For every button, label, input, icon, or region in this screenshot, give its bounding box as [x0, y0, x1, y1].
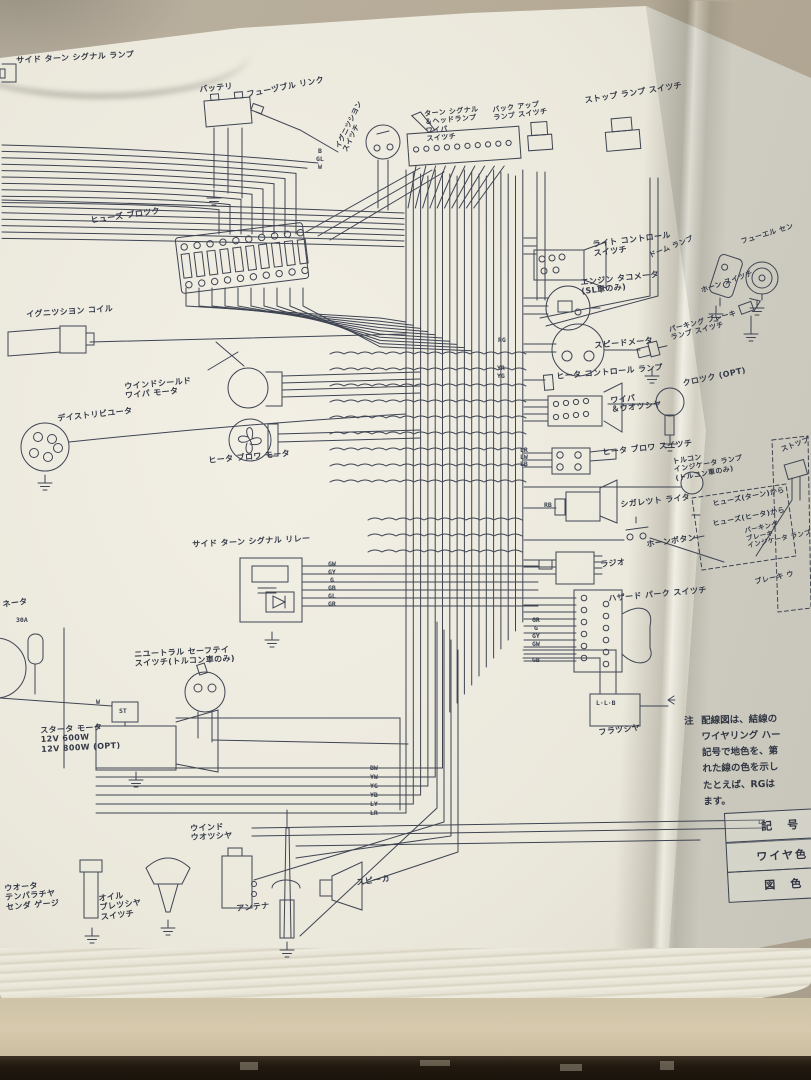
label-oil-pressure-switch: オイル プレツシヤ スイツチ [98, 890, 142, 922]
dome-lamp-symbol [709, 254, 743, 298]
label-combination-switch: ターン シグナル ＆ヘッドランプ ワイパ スイツチ [424, 105, 479, 143]
wire-color-code: GB [532, 656, 540, 664]
wire-color-code: LR [758, 818, 766, 826]
side-turn-signal-relay-symbol [239, 557, 303, 623]
wire-color-code: B [318, 147, 322, 155]
wire-color-code: L·L·B [596, 699, 616, 707]
wire-color-code: LW [520, 453, 528, 461]
wire-harness-lines [0, 111, 801, 958]
note-prefix: 注 [684, 715, 694, 727]
wire-color-code: RB [544, 501, 552, 509]
wire-color-code: GR [328, 600, 336, 608]
wire-color-legend-table: 記 号ワイヤ色図 色 [723, 806, 811, 903]
wire-color-code: GW [532, 640, 540, 648]
antenna-symbol [271, 809, 301, 939]
wire-color-code: YG [370, 782, 378, 790]
wire-color-code: YB [370, 791, 378, 799]
wire-color-code: ST [119, 707, 127, 715]
battery-symbol [203, 91, 253, 128]
torque-converter-indicator-lamp-symbol [680, 471, 704, 495]
flasher-symbol [589, 693, 641, 727]
speedometer-symbol [551, 323, 605, 377]
wire-color-code: GL [316, 155, 324, 163]
hazard-park-switch-symbol [573, 589, 652, 673]
side-turn-signal-lamp-symbol [0, 63, 17, 83]
wire-color-code: BW [370, 764, 378, 772]
horn-button-symbol [625, 516, 649, 541]
radio-symbol [538, 551, 603, 585]
parking-brake-lamp-switch-symbol [636, 340, 668, 359]
wire-color-code: YG [497, 372, 505, 380]
ignition-switch-symbol [365, 124, 401, 160]
note-line: ます。 [703, 795, 732, 808]
fuse-block-symbol [174, 222, 310, 294]
heater-blower-motor-symbol [228, 418, 279, 462]
wire-color-code: GB [328, 584, 336, 592]
backup-lamp-switch-symbol [527, 120, 554, 152]
heater-blower-switch-symbol [551, 447, 617, 475]
wire-color-code: LY [370, 800, 378, 808]
alternator-symbol [0, 627, 65, 769]
distributor-symbol [20, 422, 70, 472]
wire-color-code: LR [370, 809, 378, 817]
faint-mark [660, 1061, 674, 1070]
wire-color-code: GL [328, 592, 336, 600]
legend-row: 図 色 [727, 865, 811, 903]
dashed-option-boxes [691, 435, 811, 613]
faint-mark [420, 1060, 450, 1066]
wire-color-code: GY [532, 632, 540, 640]
wire-color-code: GR [532, 616, 540, 624]
windshield-wiper-motor-symbol [207, 341, 283, 409]
neutral-safety-switch-symbol [184, 662, 226, 713]
wire-color-code: 30A [16, 616, 28, 624]
clock-symbol [655, 387, 685, 436]
horn-switch-symbol [737, 298, 762, 315]
stop-lamp-switch-symbol [604, 116, 642, 152]
wire-color-code: G [534, 624, 538, 632]
fuel-sender-symbol [745, 261, 779, 295]
light-control-switch-symbol [533, 241, 607, 289]
wiper-washer-symbol [547, 382, 623, 433]
ignition-coil-symbol [7, 325, 95, 357]
wire-color-code: RG [498, 336, 506, 344]
wire-color-code: YW [370, 773, 378, 781]
fusible-link-symbol [250, 102, 265, 115]
heater-control-lamp-symbol [542, 374, 555, 391]
water-temperature-sender-symbol [79, 859, 103, 919]
wire-color-code: W [96, 698, 100, 706]
wire-color-code: GW [328, 560, 336, 568]
wire-color-code: LR [520, 446, 528, 454]
label-starter-motor: スタータ モータ 12V 600W 12V 800W (OPT) [40, 722, 121, 754]
dark-table-edge [0, 1056, 811, 1080]
engine-tachometer-symbol [545, 285, 601, 331]
cigarette-lighter-symbol [554, 479, 618, 524]
stop-lamp-switch-partial-symbol [783, 458, 809, 481]
combination-switch-symbol [406, 111, 522, 167]
oil-pressure-switch-symbol [145, 857, 191, 913]
wire-color-code: W [318, 163, 322, 171]
page-corner-shadow [0, 8, 250, 98]
note-block: 注 配線図は、結線のワイヤリング ハー記号で地色を、第れた線の色を示したとえば、… [684, 711, 811, 811]
starter-motor-symbol [95, 701, 219, 773]
note-lines: 配線図は、結線のワイヤリング ハー記号で地色を、第れた線の色を示したとえば、RG… [684, 711, 811, 811]
window-washer-symbol [221, 847, 257, 909]
speaker-symbol [319, 861, 363, 911]
faint-mark [240, 1062, 258, 1070]
wire-color-code: LB [520, 460, 528, 468]
wire-color-code: GY [328, 568, 336, 576]
wire-color-code: G [330, 576, 334, 584]
label-water-temperature-sender-gauge: ウオータ テンパラチヤ センダ ゲージ [4, 881, 60, 912]
label-window-washer: ウインド ウオツシヤ [190, 822, 233, 843]
faint-mark [560, 1064, 582, 1071]
wire-color-code: YR [497, 364, 505, 372]
